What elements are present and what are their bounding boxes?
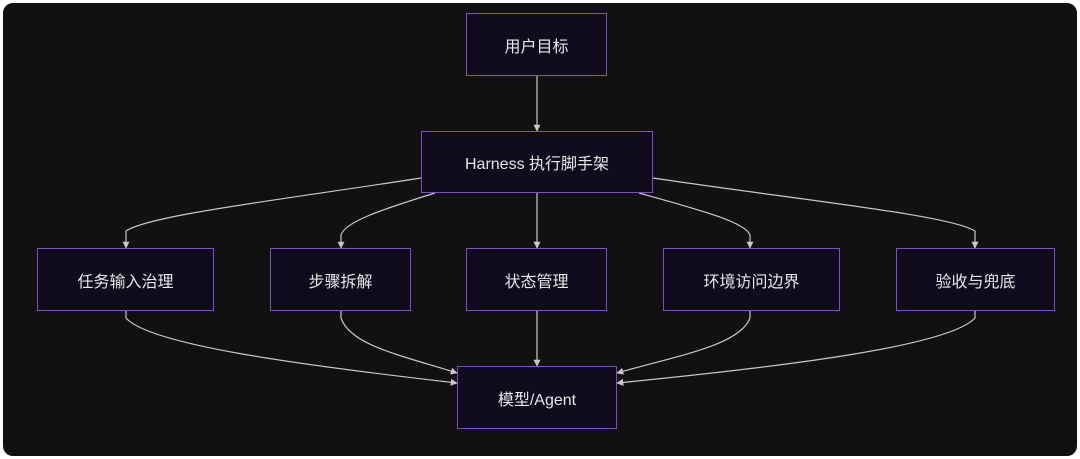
node-task-input-governance: 任务输入治理 xyxy=(37,248,214,311)
node-acceptance-fallback: 验收与兜底 xyxy=(896,248,1055,311)
edge-harness-accept xyxy=(652,177,979,249)
edge-harness-env xyxy=(638,192,754,249)
node-model-agent: 模型/Agent xyxy=(457,366,617,429)
node-user-goal: 用户目标 xyxy=(466,13,607,76)
node-environment-boundary: 环境访问边界 xyxy=(663,248,840,311)
edge-steps-model xyxy=(340,311,458,375)
edge-task-model xyxy=(125,311,458,386)
edge-harness-steps xyxy=(337,192,436,249)
edge-harness-task xyxy=(122,177,422,249)
node-step-decomposition: 步骤拆解 xyxy=(270,248,411,311)
node-harness-scaffold: Harness 执行脚手架 xyxy=(421,131,653,193)
node-state-management: 状态管理 xyxy=(466,248,607,311)
edge-env-model xyxy=(616,311,751,375)
edge-accept-model xyxy=(616,311,976,386)
